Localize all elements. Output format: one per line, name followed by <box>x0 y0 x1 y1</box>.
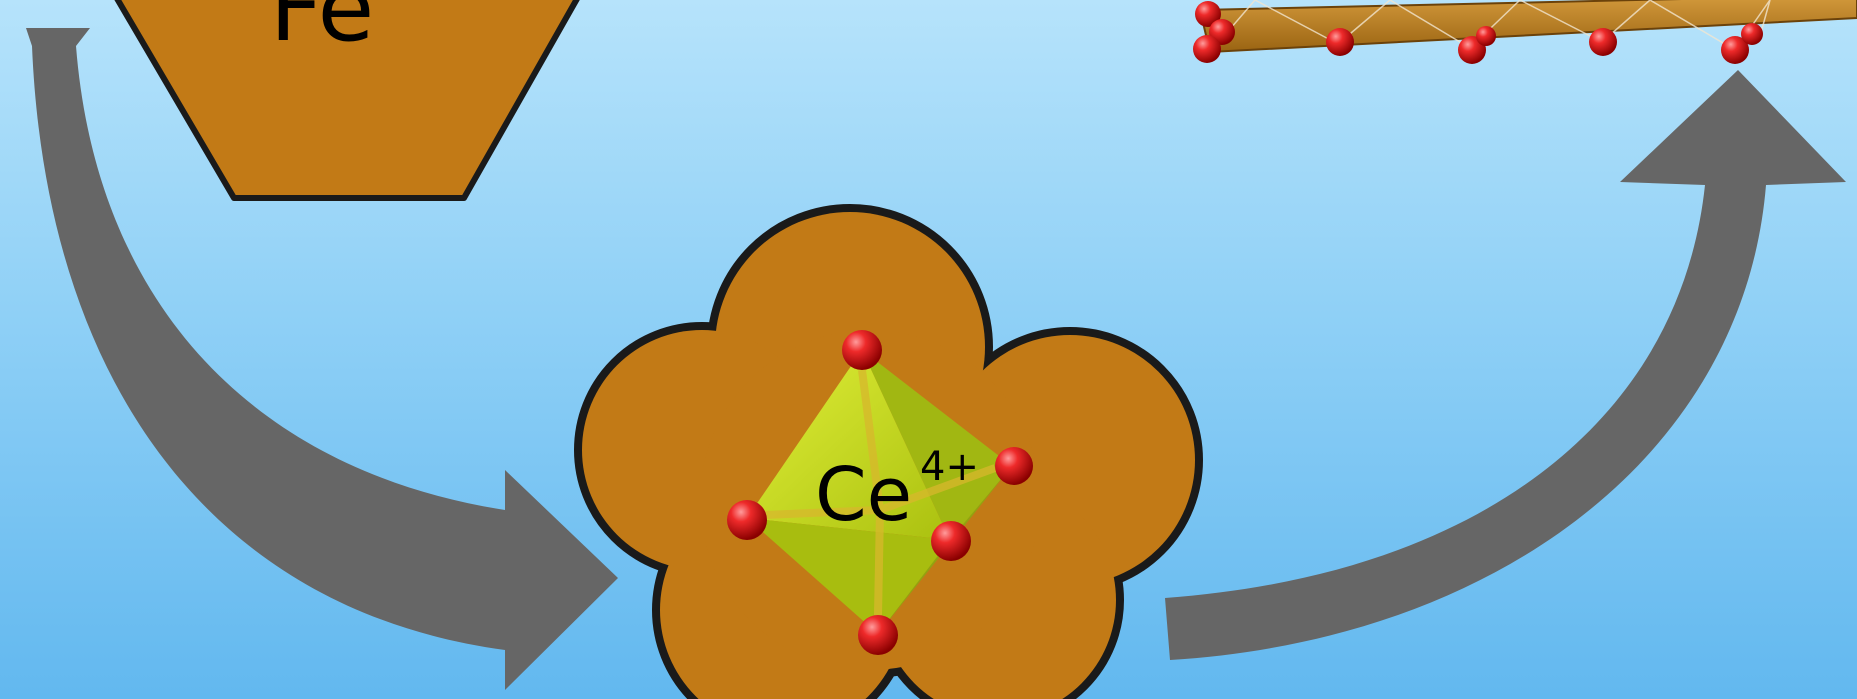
oxygen-atom <box>727 500 767 540</box>
octahedron-oxygens <box>727 330 1033 655</box>
ce-charge-label: 4+ <box>920 444 979 490</box>
fe-label: Fe <box>270 0 375 62</box>
ce-o-bonds <box>764 369 997 616</box>
oxygen-atom <box>858 615 898 655</box>
ce-label-group: Ce 4+ <box>815 444 979 538</box>
ce-label: Ce <box>815 452 912 538</box>
iron-oxide-plate <box>1193 0 1857 64</box>
iron-hexagon: Fe <box>114 0 580 201</box>
ce-octahedron: Ce 4+ <box>727 330 1033 655</box>
right-curved-arrow <box>1165 70 1846 660</box>
oxygen-atom <box>995 447 1033 485</box>
left-curved-arrow <box>26 28 618 690</box>
oxygen-atom <box>931 521 971 561</box>
oxygen-atom <box>842 330 882 370</box>
plate-oxygens <box>1193 1 1763 64</box>
